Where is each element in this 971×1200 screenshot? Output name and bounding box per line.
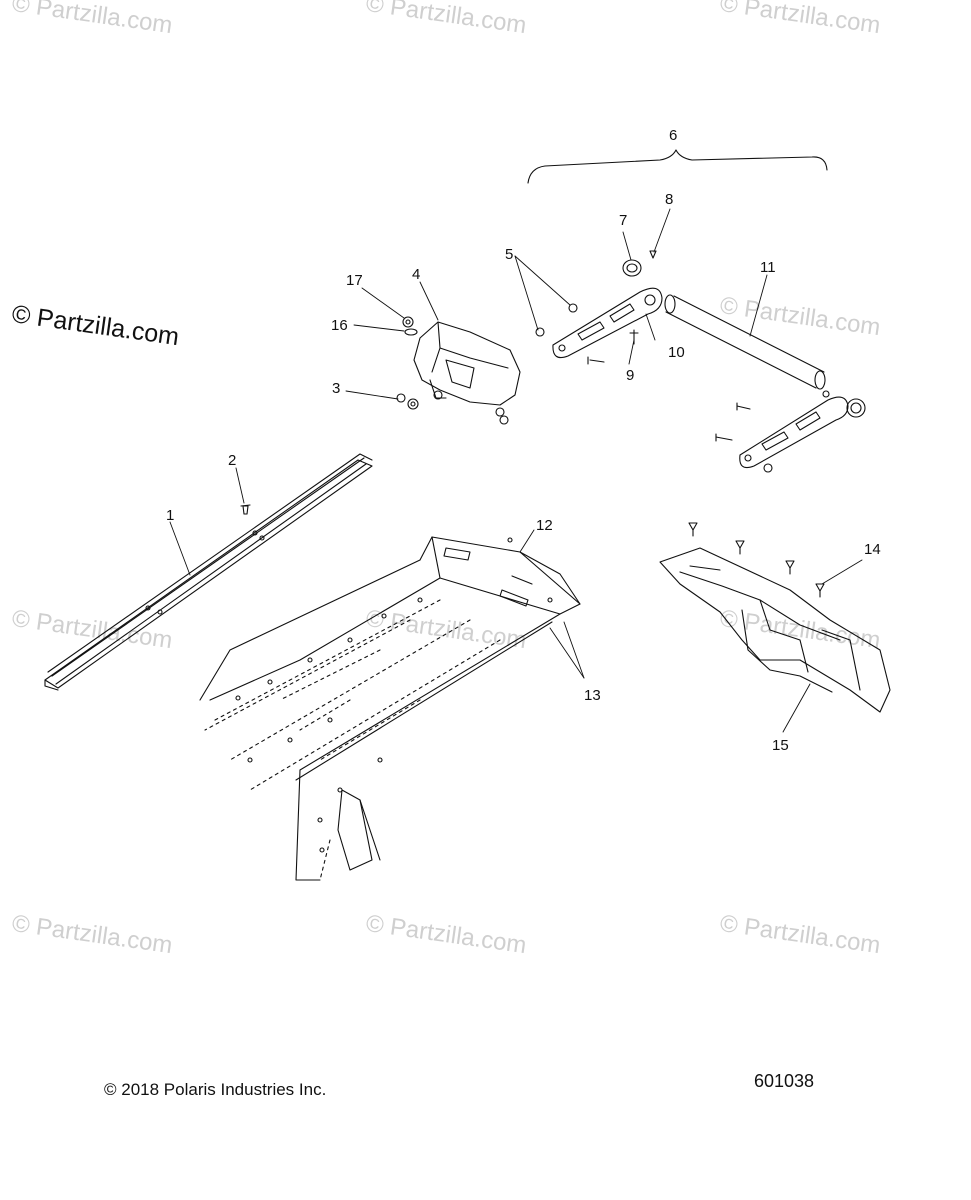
- callout-8: 8: [665, 191, 673, 208]
- nut-3: [396, 393, 419, 410]
- leader-lines: [169, 208, 863, 733]
- fender-15: [659, 547, 891, 713]
- callout-11: 11: [760, 259, 776, 276]
- callout-4: 4: [412, 266, 420, 283]
- nut-5a: [568, 303, 578, 313]
- callout-6: 6: [669, 127, 677, 144]
- arm-10: [552, 287, 663, 359]
- callout-5: 5: [505, 246, 513, 263]
- rail-part: [44, 453, 373, 691]
- screw-8: [649, 250, 657, 259]
- callout-16: 16: [331, 317, 348, 334]
- bushing-7: [622, 259, 642, 277]
- nut-5b: [535, 327, 545, 337]
- tube-11: [664, 294, 826, 390]
- nut-17: [402, 316, 414, 328]
- callout-10: 10: [668, 344, 685, 361]
- callout-1: 1: [166, 507, 174, 524]
- callout-labels: 1 2 3 4 5 6 7 8 9 10 11 12 13 14 15 16 1…: [166, 127, 881, 754]
- callout-7: 7: [619, 212, 627, 229]
- screws-14: [688, 522, 825, 598]
- callout-17: 17: [346, 272, 363, 289]
- screw-2: [240, 504, 251, 515]
- floor-panel-12: [199, 536, 581, 881]
- copyright-notice: © 2018 Polaris Industries Inc.: [104, 1080, 327, 1099]
- callout-14: 14: [864, 541, 881, 558]
- callout-15: 15: [772, 737, 789, 754]
- callout-2: 2: [228, 452, 236, 469]
- callout-13: 13: [584, 687, 601, 704]
- arm-second: [715, 390, 866, 473]
- callout-3: 3: [332, 380, 340, 397]
- bracket-housing-4: [413, 321, 521, 425]
- callout-12: 12: [536, 517, 553, 534]
- group-6-brace: [527, 149, 828, 184]
- callout-9: 9: [626, 367, 634, 384]
- washer-16: [404, 328, 418, 336]
- figure-number: 601038: [754, 1071, 815, 1091]
